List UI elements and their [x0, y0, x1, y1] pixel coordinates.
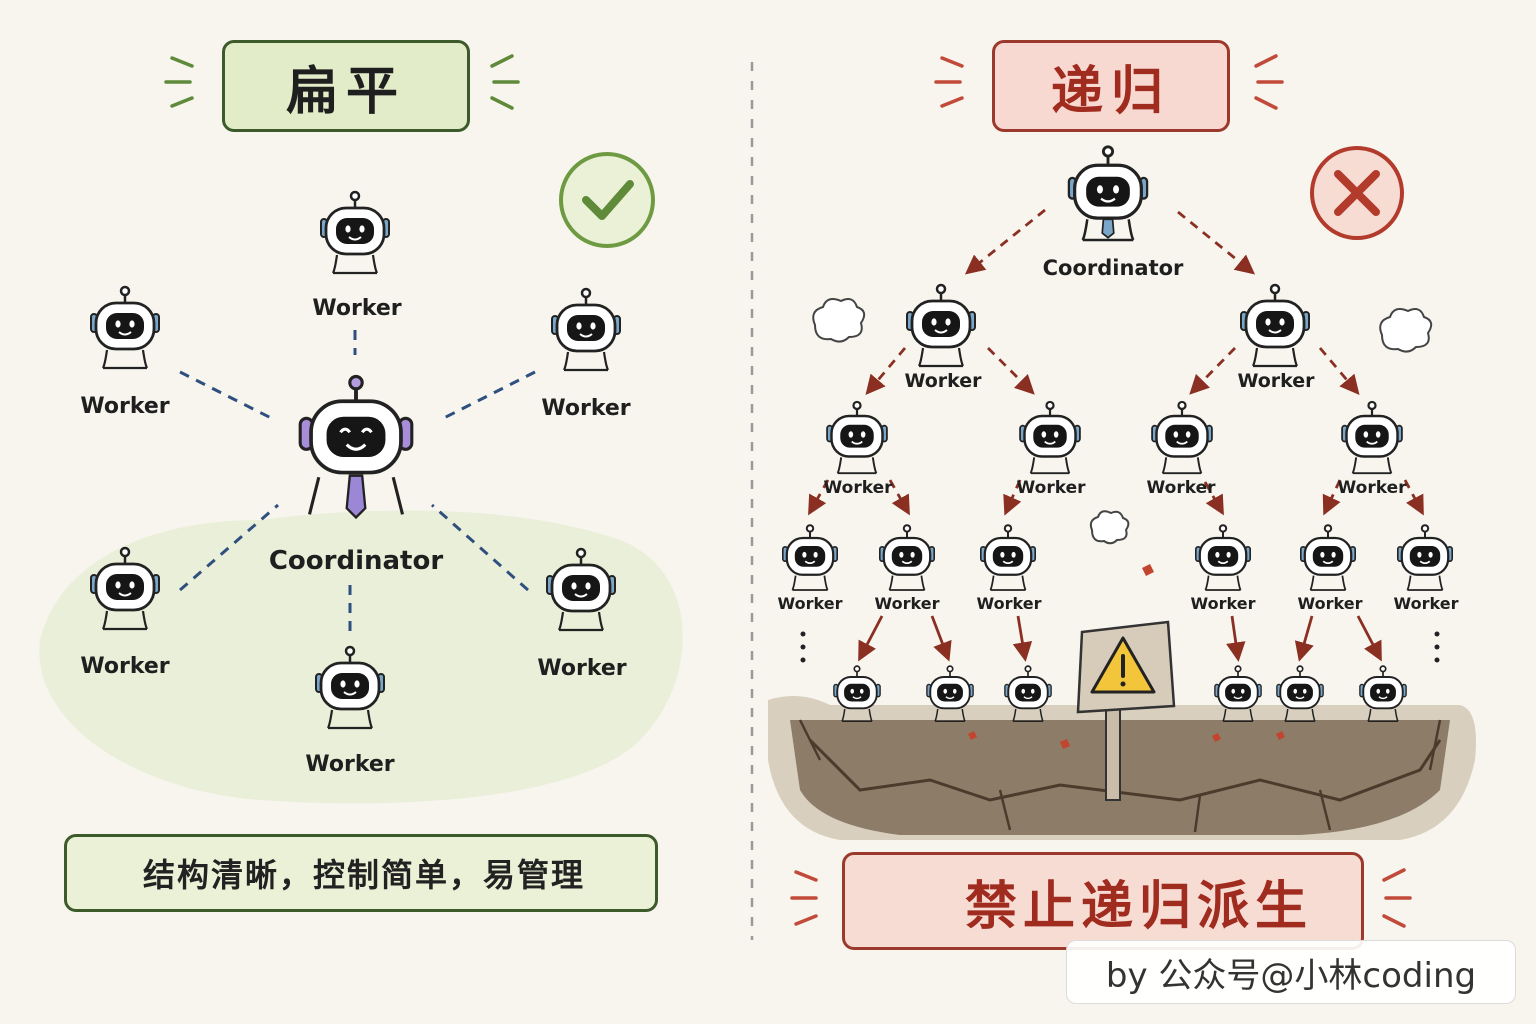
worker-robot-icon — [550, 287, 622, 372]
worker-label: Worker — [80, 654, 170, 679]
worker-label: Worker — [976, 594, 1042, 613]
worker-label: Worker — [1337, 478, 1407, 498]
worker-robot-icon — [319, 190, 391, 275]
check-icon — [559, 152, 655, 248]
right-panel — [768, 54, 1476, 928]
solid-arrows — [858, 615, 1382, 662]
watermark: by 公众号@小林coding — [1066, 940, 1516, 1004]
worker-label: Worker — [1016, 478, 1086, 498]
cross-icon — [1310, 146, 1404, 240]
left-title-accents — [164, 54, 520, 110]
warning-sign — [1076, 620, 1176, 801]
hub-connectors — [179, 330, 536, 635]
worker-label: Worker — [823, 478, 893, 498]
worker-robot-icon — [1396, 524, 1454, 592]
warning-icon — [1090, 636, 1156, 694]
worker-robot-icon — [1340, 400, 1404, 475]
worker-robot-icon — [979, 524, 1037, 592]
worker-label: Worker — [305, 752, 395, 777]
smoke-puff-icon — [812, 298, 1433, 545]
worker-robot-icon — [1239, 283, 1311, 368]
worker-label: Worker — [537, 656, 627, 681]
worker-robot-icon — [1150, 400, 1214, 475]
summary-note: 结构清晰，控制简单，易管理 — [64, 834, 658, 912]
worker-label: Worker — [1190, 594, 1256, 613]
worker-robot-icon — [1194, 524, 1252, 592]
ellipsis-dots — [800, 631, 1440, 663]
flat-title: 扁平 — [222, 40, 470, 132]
worker-label: Worker — [312, 296, 402, 321]
worker-robot-icon — [1018, 400, 1082, 475]
coordinator-label: Coordinator — [1042, 256, 1184, 280]
worker-label: Worker — [874, 594, 940, 613]
level2-workers — [825, 400, 1404, 475]
banner-accents — [790, 868, 1412, 928]
recursive-title: 递归 — [992, 40, 1230, 132]
ban-banner-text: 禁止递归派生 — [965, 875, 1314, 937]
worker-robot-icon — [89, 285, 161, 370]
worker-label: Worker — [1146, 478, 1216, 498]
right-title-accents — [934, 54, 1284, 110]
worker-label: Worker — [541, 396, 631, 421]
worker-label: Worker — [1237, 370, 1315, 392]
worker-robot-icon — [825, 400, 889, 475]
debris — [968, 564, 1285, 749]
worker-label: Worker — [1393, 594, 1459, 613]
worker-label: Worker — [1297, 594, 1363, 613]
coordinator-label: Coordinator — [268, 546, 444, 576]
worker-robot-icon — [905, 283, 977, 368]
coordinator-robot-icon — [298, 374, 414, 520]
recursion-arrows — [808, 208, 1424, 516]
summary-note-text: 结构清晰，控制简单，易管理 — [143, 856, 586, 894]
worker-label: Worker — [904, 370, 982, 392]
worker-label: Worker — [80, 394, 170, 419]
worker-robot-icon — [1299, 524, 1357, 592]
worker-robot-icon — [878, 524, 936, 592]
worker-label: Worker — [777, 594, 843, 613]
coordinator-robot-icon — [1067, 145, 1149, 242]
worker-robot-icon — [781, 524, 839, 592]
ban-banner: 禁止递归派生 — [842, 852, 1364, 950]
